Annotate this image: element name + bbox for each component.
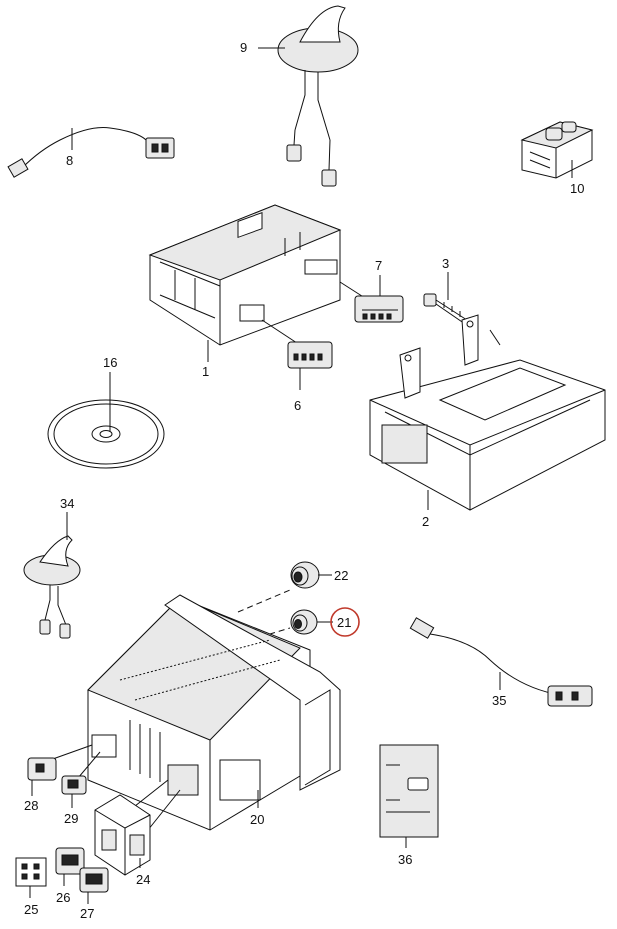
callout-22: 22 <box>334 568 348 583</box>
part-35-cable[interactable] <box>409 617 593 707</box>
part-10-control-unit[interactable] <box>520 121 594 179</box>
part-9-roof-antenna[interactable] <box>277 5 359 187</box>
part-27-connector[interactable] <box>79 867 109 893</box>
part-28-connector[interactable] <box>27 757 57 781</box>
callout-20: 20 <box>250 812 264 827</box>
callout-29: 29 <box>64 811 78 826</box>
callout-10: 10 <box>570 181 584 196</box>
callout-3: 3 <box>442 256 449 271</box>
callout-27: 27 <box>80 906 94 921</box>
callout-9: 9 <box>240 40 247 55</box>
callout-8: 8 <box>66 153 73 168</box>
part-29-connector[interactable] <box>61 775 87 795</box>
part-20-head-unit[interactable] <box>87 594 341 831</box>
callout-28: 28 <box>24 798 38 813</box>
part-7-connector[interactable] <box>339 281 404 323</box>
callout-35: 35 <box>492 693 506 708</box>
part-25-connector[interactable] <box>15 857 47 887</box>
callout-34: 34 <box>60 496 74 511</box>
callout-26: 26 <box>56 890 70 905</box>
part-21-knob[interactable] <box>290 609 318 635</box>
callout-36: 36 <box>398 852 412 867</box>
callout-2: 2 <box>422 514 429 529</box>
callout-25: 25 <box>24 902 38 917</box>
part-22-knob[interactable] <box>290 561 320 589</box>
callout-6: 6 <box>294 398 301 413</box>
part-16-disc[interactable] <box>47 399 165 469</box>
callout-21: 21 <box>337 615 351 630</box>
part-34-antenna[interactable] <box>23 535 81 639</box>
highlight-ring-21[interactable] <box>330 607 360 637</box>
part-26-connector[interactable] <box>55 847 85 875</box>
part-2-mounting-frame[interactable] <box>369 314 606 511</box>
part-3-screw[interactable] <box>423 293 471 327</box>
part-6-connector[interactable] <box>261 319 333 369</box>
part-8-cable[interactable] <box>7 127 175 178</box>
callout-7: 7 <box>375 258 382 273</box>
part-1-receiver-module[interactable] <box>148 204 342 346</box>
callout-16: 16 <box>103 355 117 370</box>
part-36-card[interactable] <box>379 744 439 838</box>
callout-1: 1 <box>202 364 209 379</box>
callout-24: 24 <box>136 872 150 887</box>
part-24-connector-housing[interactable] <box>94 794 151 876</box>
